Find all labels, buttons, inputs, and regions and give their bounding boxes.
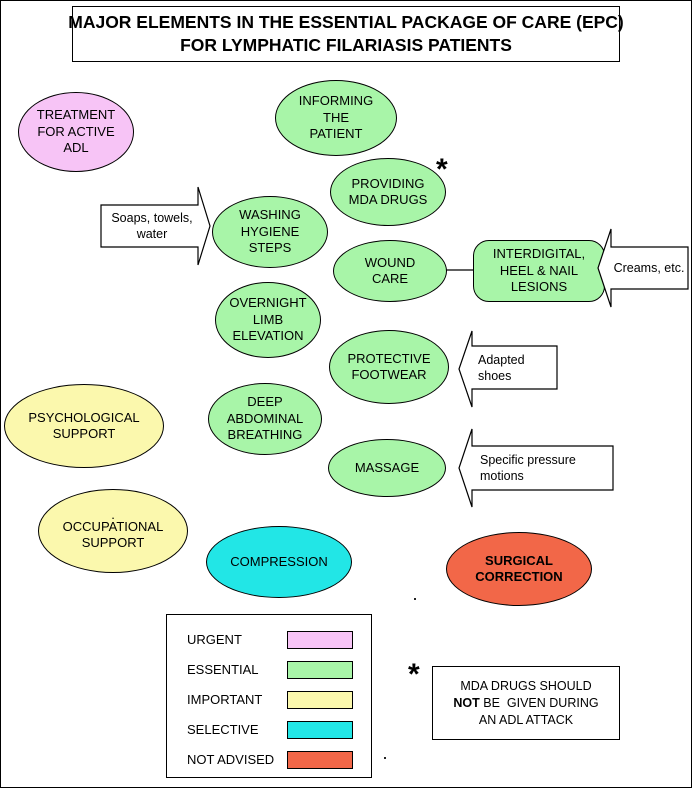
arrow-text: shoes [478, 368, 512, 383]
node-interdigital-lesions: INTERDIGITAL, HEEL & NAIL LESIONS [473, 240, 605, 302]
node-text: FOR ACTIVE [37, 123, 115, 139]
node-text: CORRECTION [475, 569, 563, 584]
node-deep-abdominal-breathing: DEEP ABDOMINAL BREATHING [208, 383, 322, 455]
node-text: OCCUPATIONAL [62, 518, 164, 534]
arrow-adapted-shoes: Adapted shoes [458, 330, 558, 408]
node-text: PSYCHOLOGICAL [28, 409, 140, 425]
node-text: LESIONS [510, 279, 568, 295]
arrow-text: Soaps, towels, [111, 211, 193, 225]
node-text: COMPRESSION [230, 553, 328, 569]
node-text: ELEVATION [232, 328, 304, 344]
diagram-title: MAJOR ELEMENTS IN THE ESSENTIAL PACKAGE … [68, 6, 624, 62]
arrow-label: Soaps, towels, water [106, 205, 198, 247]
node-protective-footwear: PROTECTIVE FOOTWEAR [329, 330, 449, 404]
legend-row-important: IMPORTANT [167, 689, 371, 711]
arrow-label: Adapted shoes [478, 346, 556, 389]
left-arrow-shape [458, 330, 558, 408]
arrow-soaps-towels-water: Soaps, towels, water [100, 186, 212, 266]
node-text: HYGIENE [240, 223, 300, 239]
node-text: ABDOMINAL [226, 410, 304, 426]
node-text: ADL [63, 140, 89, 156]
node-massage: MASSAGE [328, 439, 446, 497]
legend-label: NOT ADVISED [187, 752, 275, 767]
node-text: STEPS [248, 240, 292, 256]
legend-row-urgent: URGENT [167, 629, 371, 651]
node-text: CARE [371, 271, 409, 286]
legend-label: URGENT [187, 632, 242, 647]
title-line-2: FOR LYMPHATIC FILARIASIS PATIENTS [180, 35, 512, 55]
note-line-3: AN ADL ATTACK [478, 712, 574, 727]
legend-swatch-essential [287, 661, 353, 679]
mda-warning-note: MDA DRUGS SHOULD NOT BE GIVEN DURING AN … [432, 666, 620, 740]
node-text: SURGICAL [485, 552, 553, 568]
legend-row-not-advised: NOT ADVISED [167, 749, 371, 771]
left-arrow-shape [597, 228, 689, 308]
left-arrow-shape [458, 428, 614, 508]
legend: URGENT ESSENTIAL IMPORTANT SELECTIVE NOT… [166, 614, 372, 778]
arrow-text: Specific pressure [480, 453, 576, 467]
node-text: SUPPORT [52, 426, 116, 441]
node-text: WOUND [364, 254, 416, 270]
legend-swatch-important [287, 691, 353, 709]
note-line-2: NOT BE GIVEN DURING [453, 695, 598, 712]
stray-dot [384, 757, 386, 759]
arrow-label: Specific pressure motions [480, 446, 612, 490]
node-wound-care: WOUND CARE [333, 240, 447, 302]
node-compression: COMPRESSION [206, 526, 352, 598]
arrow-text: water [136, 227, 168, 241]
legend-swatch-not-advised [287, 751, 353, 769]
arrow-text: motions [480, 469, 524, 483]
right-arrow-shape [100, 186, 211, 266]
legend-swatch-urgent [287, 631, 353, 649]
legend-label: IMPORTANT [187, 692, 263, 707]
legend-row-essential: ESSENTIAL [167, 659, 371, 681]
arrow-specific-pressure-motions: Specific pressure motions [458, 428, 614, 508]
node-text: DEEP [247, 394, 283, 410]
note-asterisk: * [408, 658, 420, 691]
node-providing-mda-drugs: PROVIDING MDA DRUGS [330, 158, 446, 226]
node-occupational-support: . OCCUPATIONAL SUPPORT [38, 489, 188, 573]
node-surgical-correction: SURGICAL CORRECTION [446, 532, 592, 606]
node-text: FOOTWEAR [351, 367, 427, 382]
node-text: THE [323, 109, 349, 125]
note-line-2-rest: BE GIVEN DURING [479, 695, 599, 710]
node-text: PROTECTIVE [347, 350, 431, 366]
arrow-text: Creams, etc. [613, 261, 685, 275]
node-text: INFORMING [298, 93, 374, 109]
node-text: HEEL & NAIL [499, 262, 579, 278]
arrow-text: Adapted [478, 352, 525, 367]
node-text: BREATHING [227, 427, 303, 443]
legend-row-selective: SELECTIVE [167, 719, 371, 741]
node-informing-patient: INFORMING THE PATIENT [275, 80, 397, 156]
mda-asterisk: * [436, 153, 448, 186]
node-text: PROVIDING [351, 175, 425, 191]
node-overnight-limb-elevation: OVERNIGHT LIMB ELEVATION [215, 282, 321, 358]
arrow-creams: Creams, etc. [597, 228, 689, 308]
stray-dot [414, 598, 416, 600]
node-text: INTERDIGITAL, [492, 246, 586, 262]
node-treatment-active-adl: TREATMENT FOR ACTIVE ADL [18, 92, 134, 172]
node-text: LIMB [252, 311, 284, 327]
node-psychological-support: PSYCHOLOGICAL SUPPORT [4, 384, 164, 468]
node-text: SUPPORT [81, 535, 145, 550]
node-text: PATIENT [309, 126, 363, 142]
note-emphasis: NOT [453, 695, 480, 710]
node-text: MASSAGE [354, 459, 420, 475]
node-text: OVERNIGHT [229, 295, 307, 311]
node-washing-hygiene: WASHING HYGIENE STEPS [212, 196, 328, 268]
arrow-label: Creams, etc. [611, 247, 687, 289]
node-text: MDA DRUGS [348, 192, 428, 207]
node-text: . [111, 506, 115, 522]
legend-swatch-selective [287, 721, 353, 739]
node-text: TREATMENT [36, 107, 116, 123]
legend-label: ESSENTIAL [187, 662, 259, 677]
legend-label: SELECTIVE [187, 722, 259, 737]
note-line-1: MDA DRUGS SHOULD [460, 678, 592, 693]
node-text: WASHING [239, 207, 301, 223]
title-line-1: MAJOR ELEMENTS IN THE ESSENTIAL PACKAGE … [68, 12, 624, 32]
